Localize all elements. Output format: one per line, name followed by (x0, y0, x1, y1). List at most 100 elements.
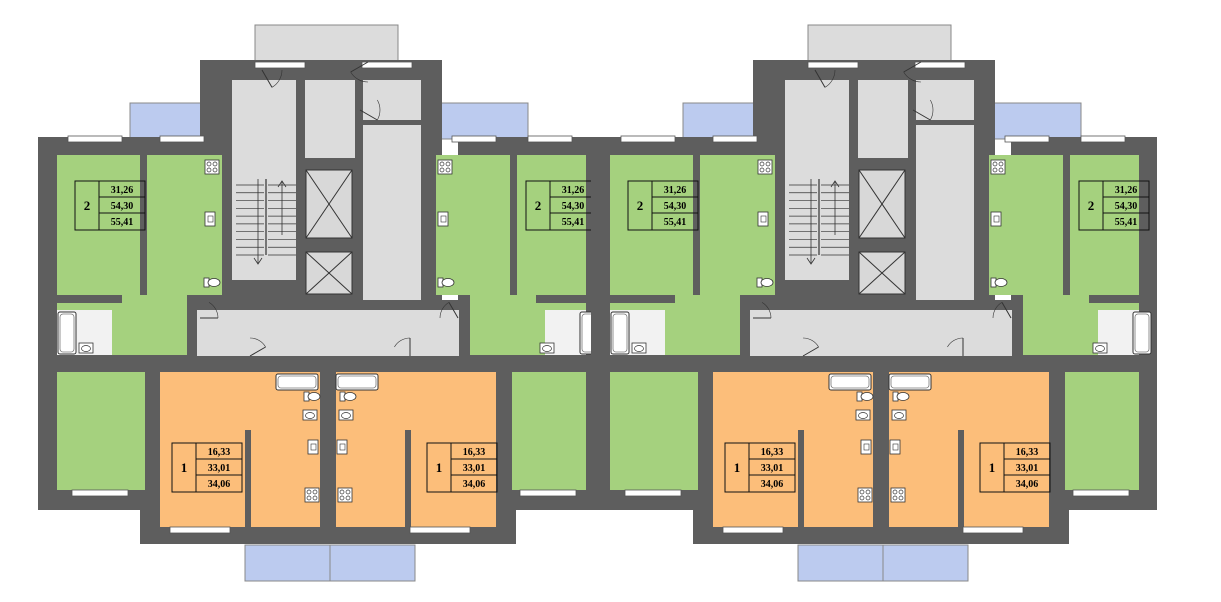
room-count: 1 (989, 460, 996, 475)
window (1080, 135, 1126, 143)
stove-burner (445, 167, 451, 173)
bathtub-inner (1134, 313, 1150, 353)
gross-area-value: 55,41 (664, 217, 687, 228)
window (1004, 135, 1050, 143)
door-icon (200, 302, 219, 319)
door-icon (912, 99, 934, 121)
door-swing (394, 337, 411, 348)
sink-icon (1092, 342, 1108, 354)
stove-burner (439, 161, 445, 167)
stove-burner (859, 489, 865, 495)
stove-icon (304, 487, 320, 503)
stove-burner (312, 495, 318, 501)
total-area-value: 33,01 (761, 463, 784, 474)
toilet-bowl (441, 278, 455, 287)
sink-basin (341, 412, 351, 419)
info-box-frame (627, 180, 699, 231)
interior-wall (1065, 355, 1139, 372)
total-area-value: 54,30 (1115, 201, 1138, 212)
lobby (916, 125, 974, 300)
room-count: 2 (1088, 198, 1095, 213)
lobby (363, 125, 421, 300)
window (451, 135, 497, 143)
stove-burner (898, 489, 904, 495)
two-room-apartment-right (1065, 372, 1139, 490)
door-swing (992, 302, 1003, 319)
interior-wall (57, 295, 122, 303)
sink-icon (539, 342, 555, 354)
stove-icon (757, 159, 773, 175)
stove-burner (206, 167, 212, 173)
stove-burner (306, 489, 312, 495)
interior-wall (512, 355, 586, 372)
bathtub-icon (828, 373, 872, 391)
door-icon (394, 337, 411, 356)
stove-burner (865, 495, 871, 501)
sink-icon (307, 439, 319, 455)
interior-wall (1089, 295, 1139, 303)
door-leaf (261, 69, 273, 88)
one-room-apartment-right (336, 372, 496, 527)
door-leaf (448, 302, 459, 319)
stove-burner (312, 489, 318, 495)
balcony (797, 544, 884, 582)
window (962, 526, 1024, 534)
door-swing (802, 337, 819, 348)
stove-burner (865, 489, 871, 495)
bathtub-icon (888, 373, 932, 391)
bathtub-icon (335, 373, 379, 391)
window (722, 526, 784, 534)
total-area-value: 33,01 (463, 463, 486, 474)
door-icon (947, 337, 964, 356)
elevator-icon (305, 169, 353, 239)
stove-icon (204, 159, 220, 175)
stove-icon (437, 159, 453, 175)
door-swing (761, 302, 772, 319)
gross-area-value: 34,06 (208, 479, 231, 490)
kitchen-sink-bowl (892, 443, 899, 451)
stove-burner (759, 167, 765, 173)
stove-icon (857, 487, 873, 503)
window (620, 135, 676, 143)
door-icon (753, 302, 772, 319)
stove-burner (765, 167, 771, 173)
bathtub-inner (890, 375, 930, 389)
toilet-icon (339, 391, 357, 402)
info-box-frame (74, 180, 146, 231)
stove-burner (212, 167, 218, 173)
technical-room (858, 80, 908, 158)
interior-wall (140, 155, 147, 295)
window (712, 135, 758, 143)
room-count: 1 (734, 460, 741, 475)
stove-body (857, 487, 873, 503)
two-room-apartment-left (57, 155, 222, 295)
window (361, 61, 413, 69)
sink-basin (305, 412, 315, 419)
toilet-bowl (207, 278, 221, 287)
stove-body (890, 487, 906, 503)
window (71, 489, 129, 497)
bathtub-inner (612, 313, 628, 353)
kitchen-sink-bowl (207, 215, 214, 223)
stove-body (990, 159, 1006, 175)
living-area-value: 16,33 (208, 447, 231, 458)
stove-burner (212, 161, 218, 167)
room-count: 2 (84, 198, 91, 213)
one-room-apartment-left (713, 372, 873, 527)
bathtub-inner (59, 313, 75, 353)
door-icon (261, 69, 283, 88)
info-box-frame (724, 442, 796, 493)
stove-burner (859, 495, 865, 501)
living-area-value: 31,26 (111, 185, 134, 196)
total-area-value: 33,01 (208, 463, 231, 474)
window (169, 526, 231, 534)
window (159, 135, 205, 143)
gross-area-value: 55,41 (1115, 217, 1138, 228)
info-box-frame (171, 442, 243, 493)
toilet-bowl (343, 392, 357, 401)
stove-burner (992, 161, 998, 167)
sink-icon (990, 211, 1002, 227)
total-area-value: 54,30 (562, 201, 585, 212)
